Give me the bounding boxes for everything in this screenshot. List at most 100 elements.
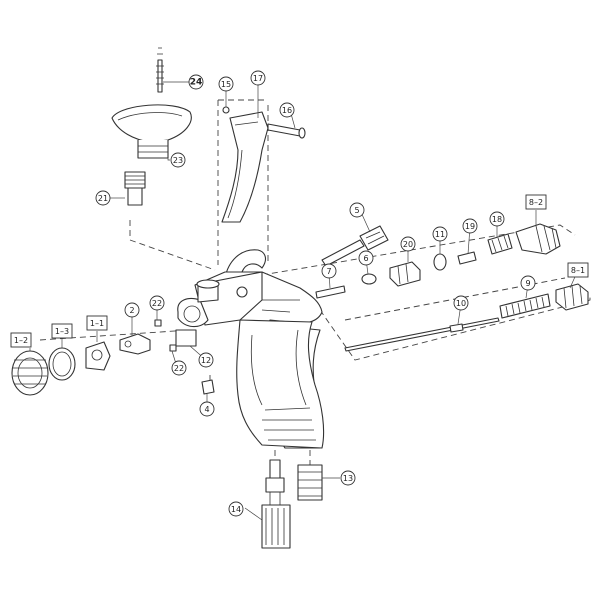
callout-1-3: 1–3	[51, 323, 73, 339]
part-1-1-air-cap	[85, 341, 111, 371]
callout-17: 17	[250, 70, 266, 86]
callout-1-1-label: 1–1	[90, 319, 104, 328]
part-10-needle	[344, 317, 500, 352]
callout-24-shape	[188, 74, 204, 90]
part-2-fluid-nozzle	[119, 333, 151, 355]
part-14-air-valve	[261, 459, 291, 549]
part-11-washer	[433, 253, 447, 271]
callout-9-label: 9	[525, 279, 530, 288]
callout-21: 21	[95, 190, 111, 206]
part-20-valve-body	[389, 261, 421, 287]
part-16-trigger-pin	[267, 123, 306, 139]
callout-4-shape	[199, 401, 215, 417]
callout-2-label: 2	[129, 306, 134, 315]
callout-7-shape	[321, 263, 337, 279]
part-5-needle-packing	[321, 225, 389, 267]
callout-20-shape	[400, 236, 416, 252]
callout-8-2-label: 8–2	[529, 198, 543, 207]
callout-7: 7	[321, 263, 337, 279]
callout-17-shape	[250, 70, 266, 86]
callout-19-label: 19	[465, 222, 475, 231]
callout-15: 15	[218, 76, 234, 92]
part-7-pin	[315, 285, 346, 299]
callout-2-shape	[124, 302, 140, 318]
callout-14-label: 14	[231, 505, 241, 514]
callout-11-shape	[432, 226, 448, 242]
callout-14-shape	[228, 501, 244, 517]
part-19-valve-stem	[457, 251, 477, 265]
callout-6-label: 6	[363, 254, 368, 263]
callout-10-label: 10	[456, 299, 466, 308]
callout-13: 13	[340, 470, 356, 486]
part-18-spring	[487, 233, 513, 255]
callout-20: 20	[400, 236, 416, 252]
callout-12: 12	[198, 352, 214, 368]
callout-23-label: 23	[173, 156, 183, 165]
part-8-2-adjuster-knob	[515, 223, 561, 255]
callout-2: 2	[124, 302, 140, 318]
part-12-body-fitting	[175, 329, 197, 347]
callout-10-shape	[453, 295, 469, 311]
callout-18: 18	[489, 211, 505, 227]
callout-7-label: 7	[326, 267, 331, 276]
callout-24-label: 24	[190, 78, 203, 88]
callout-22b: 22	[171, 360, 187, 376]
cup-lid-part	[111, 104, 192, 159]
callout-9-shape	[520, 275, 536, 291]
callout-15-shape	[218, 76, 234, 92]
callout-21-label: 21	[98, 194, 108, 203]
callout-23-shape	[170, 152, 186, 168]
part-22-screws	[154, 319, 177, 352]
part-1-2-air-cap-ring	[11, 350, 49, 396]
callout-6-shape	[358, 250, 374, 266]
callout-10: 10	[453, 295, 469, 311]
callout-1-2-label: 1–2	[14, 336, 28, 345]
callout-12-label: 12	[201, 356, 211, 365]
part-13-air-nipple	[297, 464, 323, 501]
callout-22a-shape	[149, 295, 165, 311]
callout-22a-label: 22	[152, 299, 162, 308]
callout-18-shape	[489, 211, 505, 227]
callout-16-shape	[279, 102, 295, 118]
callout-6: 6	[358, 250, 374, 266]
part-8-1-adjust-knob	[555, 283, 589, 311]
part-24-vent-pin	[156, 47, 164, 93]
callout-1-2: 1–2	[10, 332, 32, 348]
part-4-fitting	[201, 379, 215, 395]
callout-16: 16	[279, 102, 295, 118]
callout-22a: 22	[149, 295, 165, 311]
callout-13-label: 13	[343, 474, 353, 483]
callout-21-shape	[95, 190, 111, 206]
callout-1-1: 1–1	[86, 315, 108, 331]
gun-body	[177, 249, 325, 449]
part-15-clip	[222, 106, 230, 114]
callout-8-1-label: 8–1	[571, 266, 585, 275]
callout-19-shape	[462, 218, 478, 234]
part-1-3-seal-ring	[48, 347, 76, 381]
callout-11: 11	[432, 226, 448, 242]
callout-11-label: 11	[435, 230, 445, 239]
callout-17-label: 17	[253, 74, 263, 83]
callout-14: 14	[228, 501, 244, 517]
callout-16-label: 16	[282, 106, 292, 115]
callout-8-2-shape	[525, 194, 547, 210]
callout-5-label: 5	[354, 206, 359, 215]
callout-8-2: 8–2	[525, 194, 547, 210]
callout-13-shape	[340, 470, 356, 486]
callout-1-1-shape	[86, 315, 108, 331]
callout-8-1-shape	[567, 262, 589, 278]
callout-4: 4	[199, 401, 215, 417]
callout-1-2-shape	[10, 332, 32, 348]
callout-20-label: 20	[403, 240, 413, 249]
callout-labels: 24232115171658–220111918768–19101–21–31–…	[10, 70, 589, 517]
part-9-needle-spring	[499, 293, 551, 319]
callout-22b-label: 22	[174, 364, 184, 373]
callout-4-label: 4	[204, 405, 209, 414]
callout-23: 23	[170, 152, 186, 168]
part-6-ring	[361, 273, 377, 285]
callout-24: 24	[188, 74, 204, 90]
callout-18-label: 18	[492, 215, 502, 224]
callout-5-shape	[349, 202, 365, 218]
callout-5: 5	[349, 202, 365, 218]
